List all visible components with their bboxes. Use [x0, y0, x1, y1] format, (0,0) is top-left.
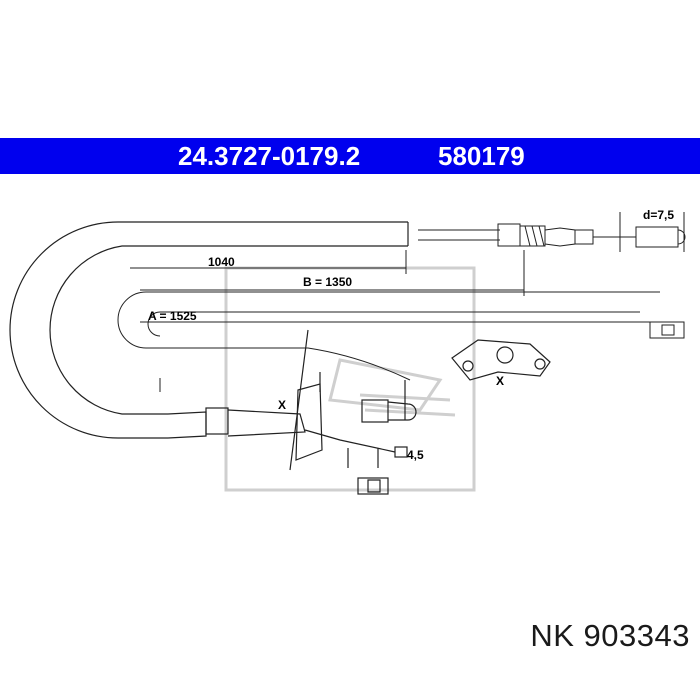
nipple-size-label: 4,5 — [407, 448, 424, 462]
footer-label: NK 903343 — [530, 618, 690, 653]
marker-x-right: X — [496, 374, 504, 388]
marker-x-left: X — [278, 398, 286, 412]
right-end-fitting — [497, 212, 686, 339]
dimension-a: A = 1525 — [148, 309, 197, 323]
dimension-1040: 1040 — [208, 255, 235, 269]
part-number: 24.3727-0179.2 — [178, 141, 361, 171]
alt-part-number: 580179 — [438, 141, 525, 171]
cable-sheath — [9, 221, 409, 439]
bracket-detail — [451, 339, 551, 381]
end-diameter-label: d=7,5 — [643, 208, 674, 222]
inner-cable — [117, 229, 660, 381]
left-end-fitting — [167, 329, 417, 495]
header-banner: 24.3727-0179.2 580179 — [0, 138, 700, 174]
dimension-lines — [130, 250, 684, 392]
watermark-logo — [224, 266, 476, 492]
dimension-b: B = 1350 — [303, 275, 352, 289]
